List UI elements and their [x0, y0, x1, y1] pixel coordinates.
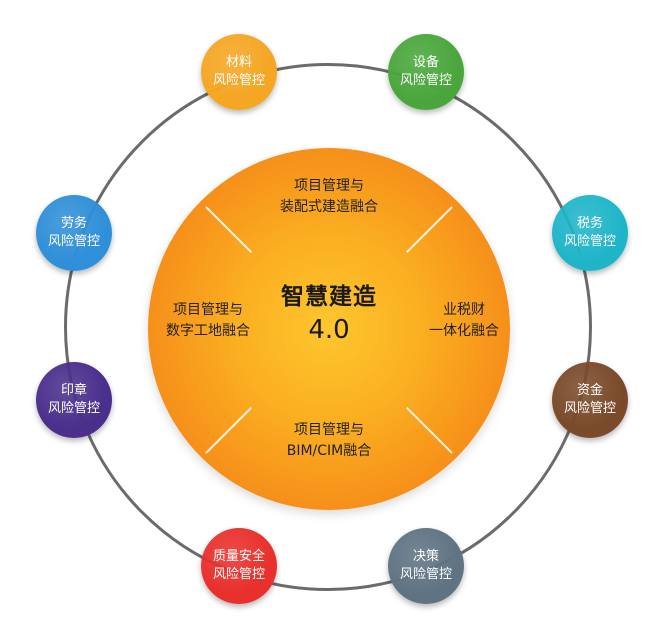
- segment-bottom-line1: 项目管理与: [294, 422, 364, 438]
- segment-bottom-line2: BIM/CIM融合: [286, 443, 372, 459]
- node-line1: 材料: [225, 55, 252, 70]
- segment-left-line2: 数字工地融合: [166, 323, 250, 339]
- outer-ring: [64, 63, 592, 591]
- segment-top: 项目管理与 装配式建造融合: [249, 176, 409, 218]
- node-line2: 风险管控: [47, 234, 100, 249]
- node-tax: 税务 风险管控: [552, 195, 628, 271]
- segment-left: 项目管理与 数字工地融合: [138, 300, 278, 342]
- node-seal: 印章 风险管控: [36, 362, 112, 438]
- node-line2: 风险管控: [563, 401, 616, 416]
- node-line1: 资金: [576, 383, 603, 398]
- segment-top-line2: 装配式建造融合: [280, 199, 378, 215]
- node-line2: 风险管控: [563, 234, 616, 249]
- segment-right-line1: 业税财: [443, 302, 485, 318]
- node-line2: 风险管控: [212, 567, 265, 582]
- node-decision: 决策 风险管控: [388, 528, 464, 604]
- node-equipment: 设备 风险管控: [388, 34, 464, 110]
- node-materials: 材料 风险管控: [201, 34, 277, 110]
- node-labor: 劳务 风险管控: [36, 195, 112, 271]
- node-line1: 税务: [576, 216, 603, 231]
- center-version: 4.0: [308, 315, 350, 345]
- node-line2: 风险管控: [212, 73, 265, 88]
- node-funds: 资金 风险管控: [552, 362, 628, 438]
- node-line1: 印章: [60, 383, 87, 398]
- node-quality-safety: 质量安全 风险管控: [201, 528, 277, 604]
- segment-right-line2: 一体化融合: [429, 323, 499, 339]
- segment-bottom: 项目管理与 BIM/CIM融合: [249, 420, 409, 462]
- segment-right: 业税财 一体化融合: [404, 300, 524, 342]
- node-line1: 决策: [412, 549, 439, 564]
- node-line1: 质量安全: [212, 549, 265, 564]
- segment-top-line1: 项目管理与: [294, 178, 364, 194]
- center-title: 智慧建造: [281, 284, 377, 310]
- node-line1: 设备: [412, 55, 439, 70]
- node-line1: 劳务: [60, 216, 87, 231]
- node-line2: 风险管控: [47, 401, 100, 416]
- node-line2: 风险管控: [399, 567, 452, 582]
- segment-left-line1: 项目管理与: [173, 302, 243, 318]
- node-line2: 风险管控: [399, 73, 452, 88]
